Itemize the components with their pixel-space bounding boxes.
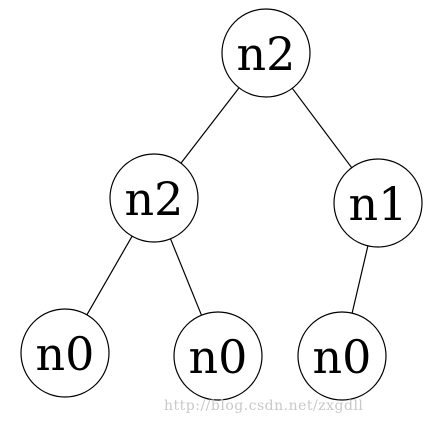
tree-edges	[86, 87, 369, 316]
tree-edge-root-left	[180, 87, 240, 164]
tree-node-ll: n0	[20, 308, 110, 398]
node-label: n2	[237, 27, 296, 81]
node-circle	[20, 308, 110, 398]
node-label: n1	[349, 177, 408, 231]
tree-edge-left-lr	[169, 238, 203, 316]
tree-node-right: n1	[333, 158, 423, 248]
tree-node-root: n2	[221, 8, 311, 98]
tree-edge-right-rl	[351, 245, 369, 314]
tree-node-lr: n0	[173, 311, 263, 401]
tree-edge-root-right	[291, 87, 353, 169]
node-circle	[297, 311, 387, 401]
node-label: n0	[313, 330, 372, 384]
node-circle	[109, 153, 199, 243]
watermark-text: http://blog.csdn.net/zxgdll	[164, 398, 364, 414]
node-label: n0	[36, 327, 95, 381]
node-circle	[221, 8, 311, 98]
node-label: n2	[125, 172, 184, 226]
node-circle	[173, 311, 263, 401]
tree-node-left: n2	[109, 153, 199, 243]
tree-edge-left-ll	[86, 235, 133, 316]
node-label: n0	[189, 330, 248, 384]
node-circle	[333, 158, 423, 248]
tree-nodes: n2 n2 n1 n0 n0 n0	[20, 8, 423, 401]
tree-node-rl: n0	[297, 311, 387, 401]
